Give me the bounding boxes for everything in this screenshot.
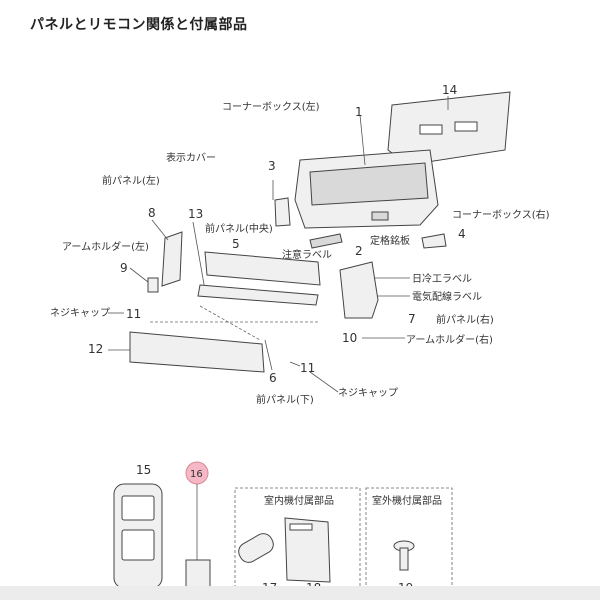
part-8-front-panel-left (151, 219, 183, 287)
bottom-scroll-bar (0, 586, 600, 600)
part-9-arm-holder-left (147, 277, 159, 293)
label-outdoor-accessories: 室外機付属部品 (372, 494, 442, 507)
part-15-remote-control (113, 483, 163, 589)
part-number-7: 7 (408, 312, 416, 326)
label-display-cover: 表示カバー (166, 151, 216, 164)
label-rating-plate: 定格銘板 (370, 234, 410, 247)
label-screw-cap-right: ネジキャップ (338, 387, 398, 399)
part-rating-plate (371, 211, 389, 221)
label-front-panel-center: 前パネル(中央) (205, 222, 273, 235)
label-arm-holder-left: アームホルダー(左) (62, 240, 149, 253)
label-front-panel-bottom: 前パネル(下) (256, 393, 314, 406)
label-front-panel-left: 前パネル(左) (102, 174, 160, 187)
part-number-14: 14 (442, 83, 457, 97)
part-16-highlight-marker (185, 461, 209, 560)
part-number-4: 4 (458, 227, 466, 241)
part-14-back-plate (387, 91, 511, 166)
part-number-1: 1 (355, 105, 363, 119)
part-5-front-panel-center (204, 251, 321, 286)
part-number-11-right: 11 (300, 361, 315, 375)
part-number-3: 3 (268, 159, 276, 173)
part-caution-label (309, 233, 343, 249)
part-number-5: 5 (232, 237, 240, 251)
label-front-panel-right: 前パネル(右) (436, 313, 494, 326)
part-number-11-left: 11 (126, 307, 141, 321)
part-16-remote-holder (185, 559, 211, 589)
label-corner-box-left: コーナーボックス(左) (222, 100, 320, 113)
part-1-indoor-unit (294, 114, 439, 229)
label-arm-holder-right: アームホルダー(右) (406, 333, 493, 346)
outdoor-accessories-box (365, 487, 453, 589)
part-number-9: 9 (120, 261, 128, 275)
part-number-13: 13 (188, 207, 203, 221)
part-number-10: 10 (342, 331, 357, 345)
part-17-battery (238, 533, 274, 563)
part-18-manual (284, 517, 331, 583)
part-number-8: 8 (148, 206, 156, 220)
label-screw-cap-left: ネジキャップ (50, 307, 110, 319)
label-caution: 注意ラベル (282, 248, 332, 261)
part-number-16: 16 (190, 469, 203, 480)
label-indoor-accessories: 室内機付属部品 (264, 494, 334, 507)
label-hitachi: 日冷工ラベル (412, 272, 472, 285)
part-number-2: 2 (355, 244, 363, 258)
part-3-corner-box-left (274, 197, 291, 227)
part-number-12: 12 (88, 342, 103, 356)
part-7-front-panel-right (339, 261, 379, 319)
part-number-15: 15 (136, 463, 151, 477)
part-number-6: 6 (269, 371, 277, 385)
part-display-strip (197, 284, 319, 306)
part-19-drain-fitting (393, 540, 415, 571)
part-4-corner-box-right (421, 233, 447, 249)
label-wiring: 電気配線ラベル (412, 290, 482, 303)
page-title: パネルとリモコン関係と付属部品 (30, 17, 248, 33)
label-corner-box-right: コーナーボックス(右) (452, 208, 550, 221)
part-6-front-panel-bottom (129, 331, 265, 373)
